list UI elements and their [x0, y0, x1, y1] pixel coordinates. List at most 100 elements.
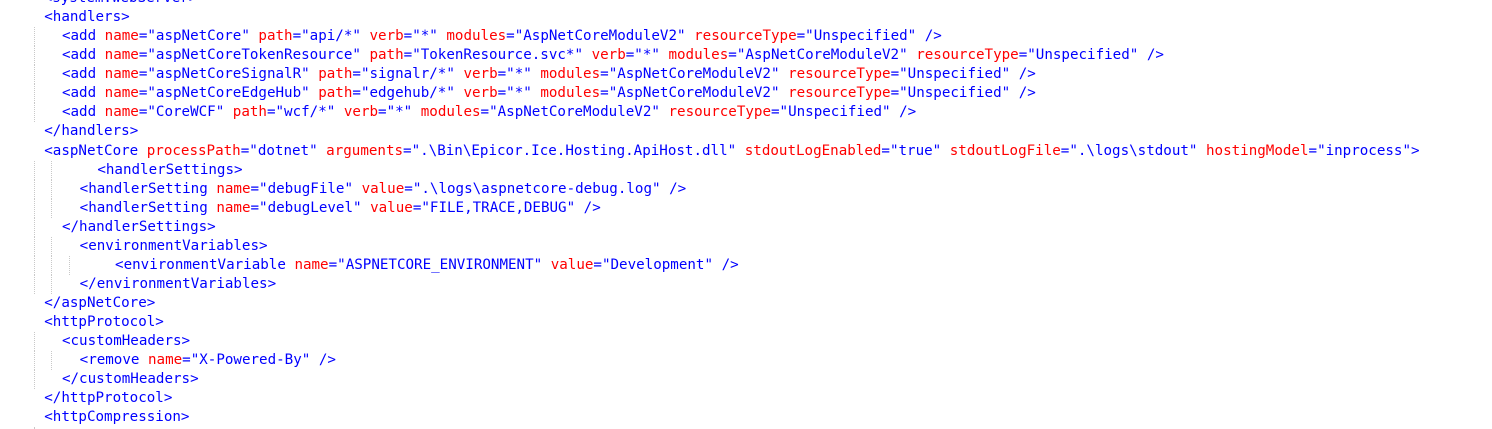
line-indent [0, 142, 44, 161]
xml-element-name: handlers [61, 123, 130, 140]
code-line[interactable]: <add name="CoreWCF" path="wcf/*" verb="*… [0, 103, 1420, 123]
xml-element-name: remove [88, 352, 140, 369]
code-line[interactable]: <add name="aspNetCoreSignalR" path="sign… [0, 65, 1420, 85]
xml-attribute-name: path [258, 28, 293, 45]
code-line[interactable]: <handlerSettings> [0, 160, 1420, 180]
code-line[interactable]: <handlerSetting name="debugFile" value="… [0, 179, 1420, 199]
indent-guide [31, 84, 35, 104]
xml-attribute-value: "AspNetCoreModuleV2" [608, 85, 780, 102]
xml-punctuation: = [250, 180, 260, 197]
xml-whitespace [96, 47, 105, 63]
xml-punctuation: > [129, 123, 139, 140]
code-line[interactable]: </handlerSettings> [0, 217, 1420, 237]
code-line[interactable]: <environmentVariables> [0, 236, 1420, 256]
xml-punctuation: = [138, 66, 148, 83]
code-line[interactable]: <remove name="X-Powered-By" /> [0, 351, 1420, 371]
code-line[interactable]: </httpProtocol> [0, 389, 1420, 408]
xml-attribute-value: "aspNetCoreSignalR" [147, 66, 310, 83]
line-indent [0, 351, 80, 371]
xml-punctuation: = [403, 142, 412, 159]
xml-punctuation: < [79, 180, 89, 197]
code-line[interactable]: <handlers> [0, 8, 1420, 27]
xml-punctuation: = [890, 85, 900, 102]
xml-attribute-name: path [318, 85, 353, 102]
indent-guide [31, 160, 35, 180]
xml-punctuation: </ [44, 295, 62, 311]
line-indent [0, 179, 80, 199]
xml-punctuation: = [1060, 142, 1070, 159]
code-line[interactable]: <environmentVariable name="ASPNETCORE_EN… [0, 255, 1420, 276]
xml-attribute-name: processPath [146, 142, 241, 159]
code-line[interactable]: <add name="aspNetCoreEdgeHub" path="edge… [0, 84, 1420, 104]
xml-whitespace [96, 85, 105, 101]
xml-attribute-value: "AspNetCoreModuleV2" [736, 47, 908, 64]
xml-punctuation: = [138, 104, 148, 121]
code-line[interactable]: <aspNetCore processPath="dotnet" argumen… [0, 142, 1419, 161]
xml-attribute-name: modules [668, 47, 729, 64]
xml-attribute-value: "FILE,TRACE,DEBUG" [421, 199, 576, 216]
xml-attribute-name: name [104, 104, 139, 121]
line-indent [0, 427, 62, 429]
xml-punctuation: = [240, 142, 250, 159]
line-indent [0, 122, 44, 141]
xml-punctuation: = [378, 104, 387, 121]
xml-element-name: customHeaders [70, 333, 182, 350]
xml-whitespace [583, 47, 592, 63]
xml-attribute-value: "Development" [601, 256, 714, 273]
line-indent [0, 198, 80, 218]
xml-punctuation: < [44, 9, 53, 26]
xml-attribute-value: "*" [386, 104, 413, 121]
code-line[interactable]: <add name="aspNetCore" path="api/*" verb… [0, 27, 1420, 47]
xml-whitespace [318, 143, 327, 159]
code-line[interactable]: </customHeaders> [0, 370, 1420, 390]
code-line[interactable]: <add name="aspNetCoreTokenResource" path… [0, 46, 1420, 66]
xml-attribute-name: name [216, 199, 251, 216]
xml-punctuation: = [497, 85, 507, 102]
xml-attribute-name: name [216, 180, 251, 197]
xml-attribute-value: "Unspecified" [779, 104, 891, 121]
xml-punctuation: < [79, 199, 89, 216]
code-line[interactable]: <customHeaders> [0, 332, 1420, 352]
xml-whitespace [412, 104, 421, 120]
code-line[interactable]: <system.webServer> [0, 0, 1420, 8]
xml-punctuation: = [328, 256, 338, 273]
xml-attribute-name: modules [540, 66, 601, 83]
xml-punctuation: /> [669, 180, 687, 197]
code-line[interactable]: <httpCompression> [0, 408, 1420, 427]
code-line[interactable]: </environmentVariables> [0, 274, 1420, 295]
xml-attribute-name: arguments [326, 142, 404, 159]
xml-whitespace [224, 104, 233, 120]
code-content[interactable]: <system.webServer><handlers><add name="a… [0, 0, 1420, 429]
xml-element-name: environmentVariable [123, 256, 286, 273]
xml-attribute-name: modules [540, 85, 601, 102]
xml-punctuation: < [79, 352, 89, 369]
xml-punctuation: = [250, 199, 260, 216]
xml-attribute-name: modules [446, 28, 507, 45]
xml-punctuation: < [61, 104, 71, 121]
xml-punctuation: = [266, 104, 276, 121]
xml-attribute-value: "Unspecified" [899, 85, 1011, 102]
xml-attribute-value: "debugLevel" [259, 199, 362, 216]
code-line[interactable]: <httpProtocol> [0, 313, 1420, 332]
xml-whitespace [310, 352, 319, 368]
xml-punctuation: = [404, 180, 413, 197]
xml-punctuation: < [44, 0, 53, 6]
indent-guide [31, 65, 35, 85]
xml-punctuation: = [138, 85, 148, 102]
xml-punctuation: < [61, 333, 71, 350]
code-line[interactable]: <handlerSetting name="debugLevel" value=… [0, 198, 1420, 218]
xml-attribute-value: "aspNetCoreEdgeHub" [147, 85, 310, 102]
xml-attribute-value: ".\Bin\Epicor.Ice.Hosting.ApiHost.dll" [411, 142, 737, 159]
indent-guide [48, 179, 53, 199]
code-line[interactable]: </aspNetCore> [0, 294, 1420, 313]
xml-punctuation: < [97, 161, 106, 178]
indent-guide [66, 255, 70, 276]
code-line[interactable]: </handlers> [0, 122, 1420, 141]
xml-attribute-name: verb [343, 104, 379, 121]
xml-attribute-name: name [294, 256, 329, 273]
xml-attribute-value: ".\logs\aspnetcore-debug.log" [412, 180, 661, 197]
xml-whitespace [713, 257, 722, 273]
xml-whitespace [310, 85, 319, 101]
xml-whitespace [908, 47, 917, 63]
